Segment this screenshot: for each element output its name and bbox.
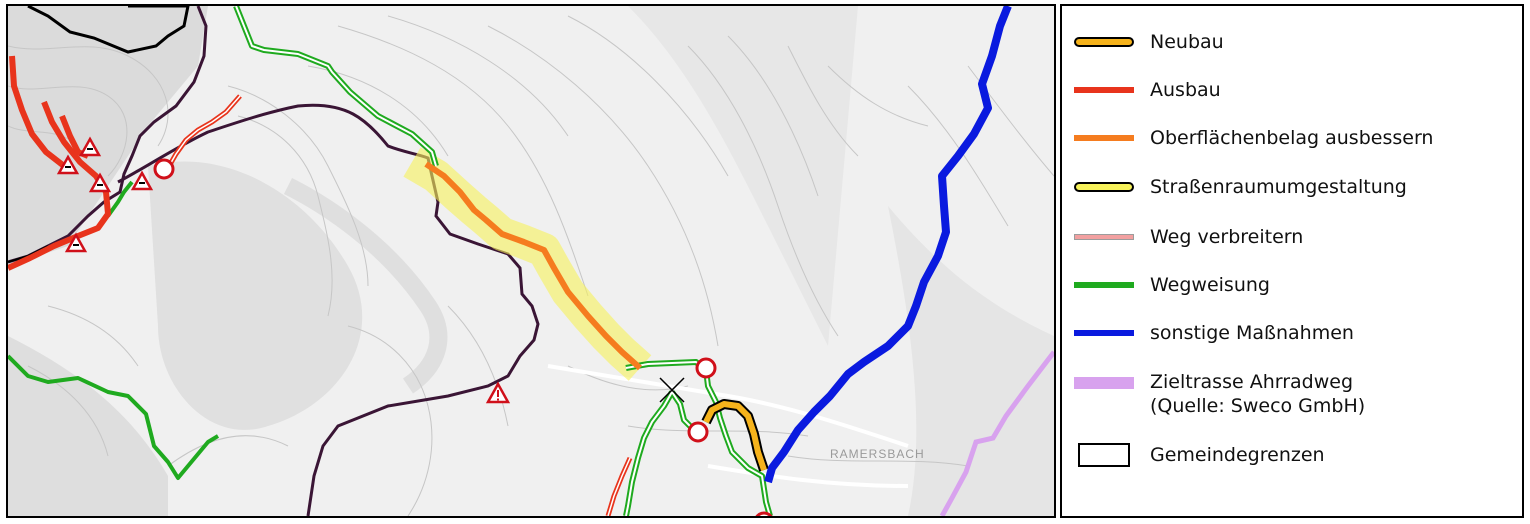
- map-canvas: RAMERSBACH: [8, 6, 1054, 516]
- warning-icon: [88, 172, 112, 193]
- terrain-shading: [8, 6, 1054, 516]
- municipal-boundaries: [8, 6, 540, 516]
- legend-item-oberflaeche: Oberflächenbelag ausbessern: [1074, 126, 1433, 150]
- legend-item-zieltrasse: Zieltrasse Ahrradweg (Quelle: Sweco GmbH…: [1074, 370, 1365, 418]
- circle-markers[interactable]: [153, 158, 773, 516]
- contour-lines: [8, 15, 1054, 516]
- route-oberflaeche[interactable]: [424, 161, 642, 371]
- route-neubau[interactable]: [701, 399, 769, 472]
- warning-icon: [56, 154, 80, 175]
- legend-swatch-neubau: [1074, 30, 1134, 54]
- legend-swatch-wegweisung: [1074, 273, 1134, 297]
- map-view[interactable]: RAMERSBACH: [6, 4, 1056, 518]
- warning-icon: [130, 170, 154, 191]
- legend-label-strassenraum: Straßenraumumgestaltung: [1150, 176, 1407, 198]
- warning-icon: [78, 136, 102, 157]
- legend-swatch-sonstige: [1074, 321, 1134, 345]
- warning-triangles[interactable]: [56, 136, 511, 404]
- warning-icon: [64, 232, 88, 253]
- legend-label-ausbau: Ausbau: [1150, 79, 1221, 101]
- legend-label-sonstige: sonstige Maßnahmen: [1150, 322, 1354, 344]
- legend-swatch-gemeinde: [1074, 443, 1134, 467]
- legend-item-wegweisung: Wegweisung: [1074, 273, 1270, 297]
- legend-item-strassenraum: Straßenraumumgestaltung: [1074, 175, 1407, 199]
- legend-item-verbreitern: Weg verbreitern: [1074, 225, 1303, 249]
- warning-icon: [485, 381, 511, 404]
- route-sonstige[interactable]: [764, 6, 1012, 484]
- legend-swatch-verbreitern: [1074, 225, 1134, 249]
- route-zieltrasse[interactable]: [939, 350, 1054, 516]
- legend-swatch-zieltrasse: [1074, 370, 1134, 418]
- legend-item-sonstige: sonstige Maßnahmen: [1074, 321, 1354, 345]
- route-wegweisung[interactable]: [8, 180, 220, 480]
- legend-label-zieltrasse: Zieltrasse Ahrradweg (Quelle: Sweco GmbH…: [1150, 371, 1366, 417]
- circle-marker: [695, 357, 717, 379]
- legend-label-verbreitern: Weg verbreitern: [1150, 226, 1304, 248]
- legend-label-neubau: Neubau: [1150, 31, 1224, 53]
- legend-label-gemeinde: Gemeindegrenzen: [1150, 444, 1325, 466]
- crossing-marker: [659, 377, 685, 403]
- legend-item-ausbau: Ausbau: [1074, 78, 1221, 102]
- legend-swatch-ausbau: [1074, 78, 1134, 102]
- basemap-roads: [547, 364, 909, 488]
- legend-swatch-strassenraum: [1074, 175, 1134, 199]
- legend-label-oberflaeche: Oberflächenbelag ausbessern: [1150, 127, 1434, 149]
- circle-marker: [153, 158, 175, 180]
- legend-item-gemeinde: Gemeindegrenzen: [1074, 443, 1325, 467]
- legend-swatch-oberflaeche: [1074, 126, 1134, 150]
- route-wegweisung-double-inner: [235, 6, 771, 516]
- place-label-ramersbach: RAMERSBACH: [830, 447, 925, 461]
- circle-marker: [755, 511, 773, 516]
- route-verbreitern[interactable]: [165, 94, 633, 516]
- legend-label-wegweisung: Wegweisung: [1150, 274, 1270, 296]
- map-legend: Neubau Ausbau Oberflächenbelag ausbesser…: [1060, 4, 1524, 518]
- circle-marker: [687, 421, 709, 443]
- legend-item-neubau: Neubau: [1074, 30, 1224, 54]
